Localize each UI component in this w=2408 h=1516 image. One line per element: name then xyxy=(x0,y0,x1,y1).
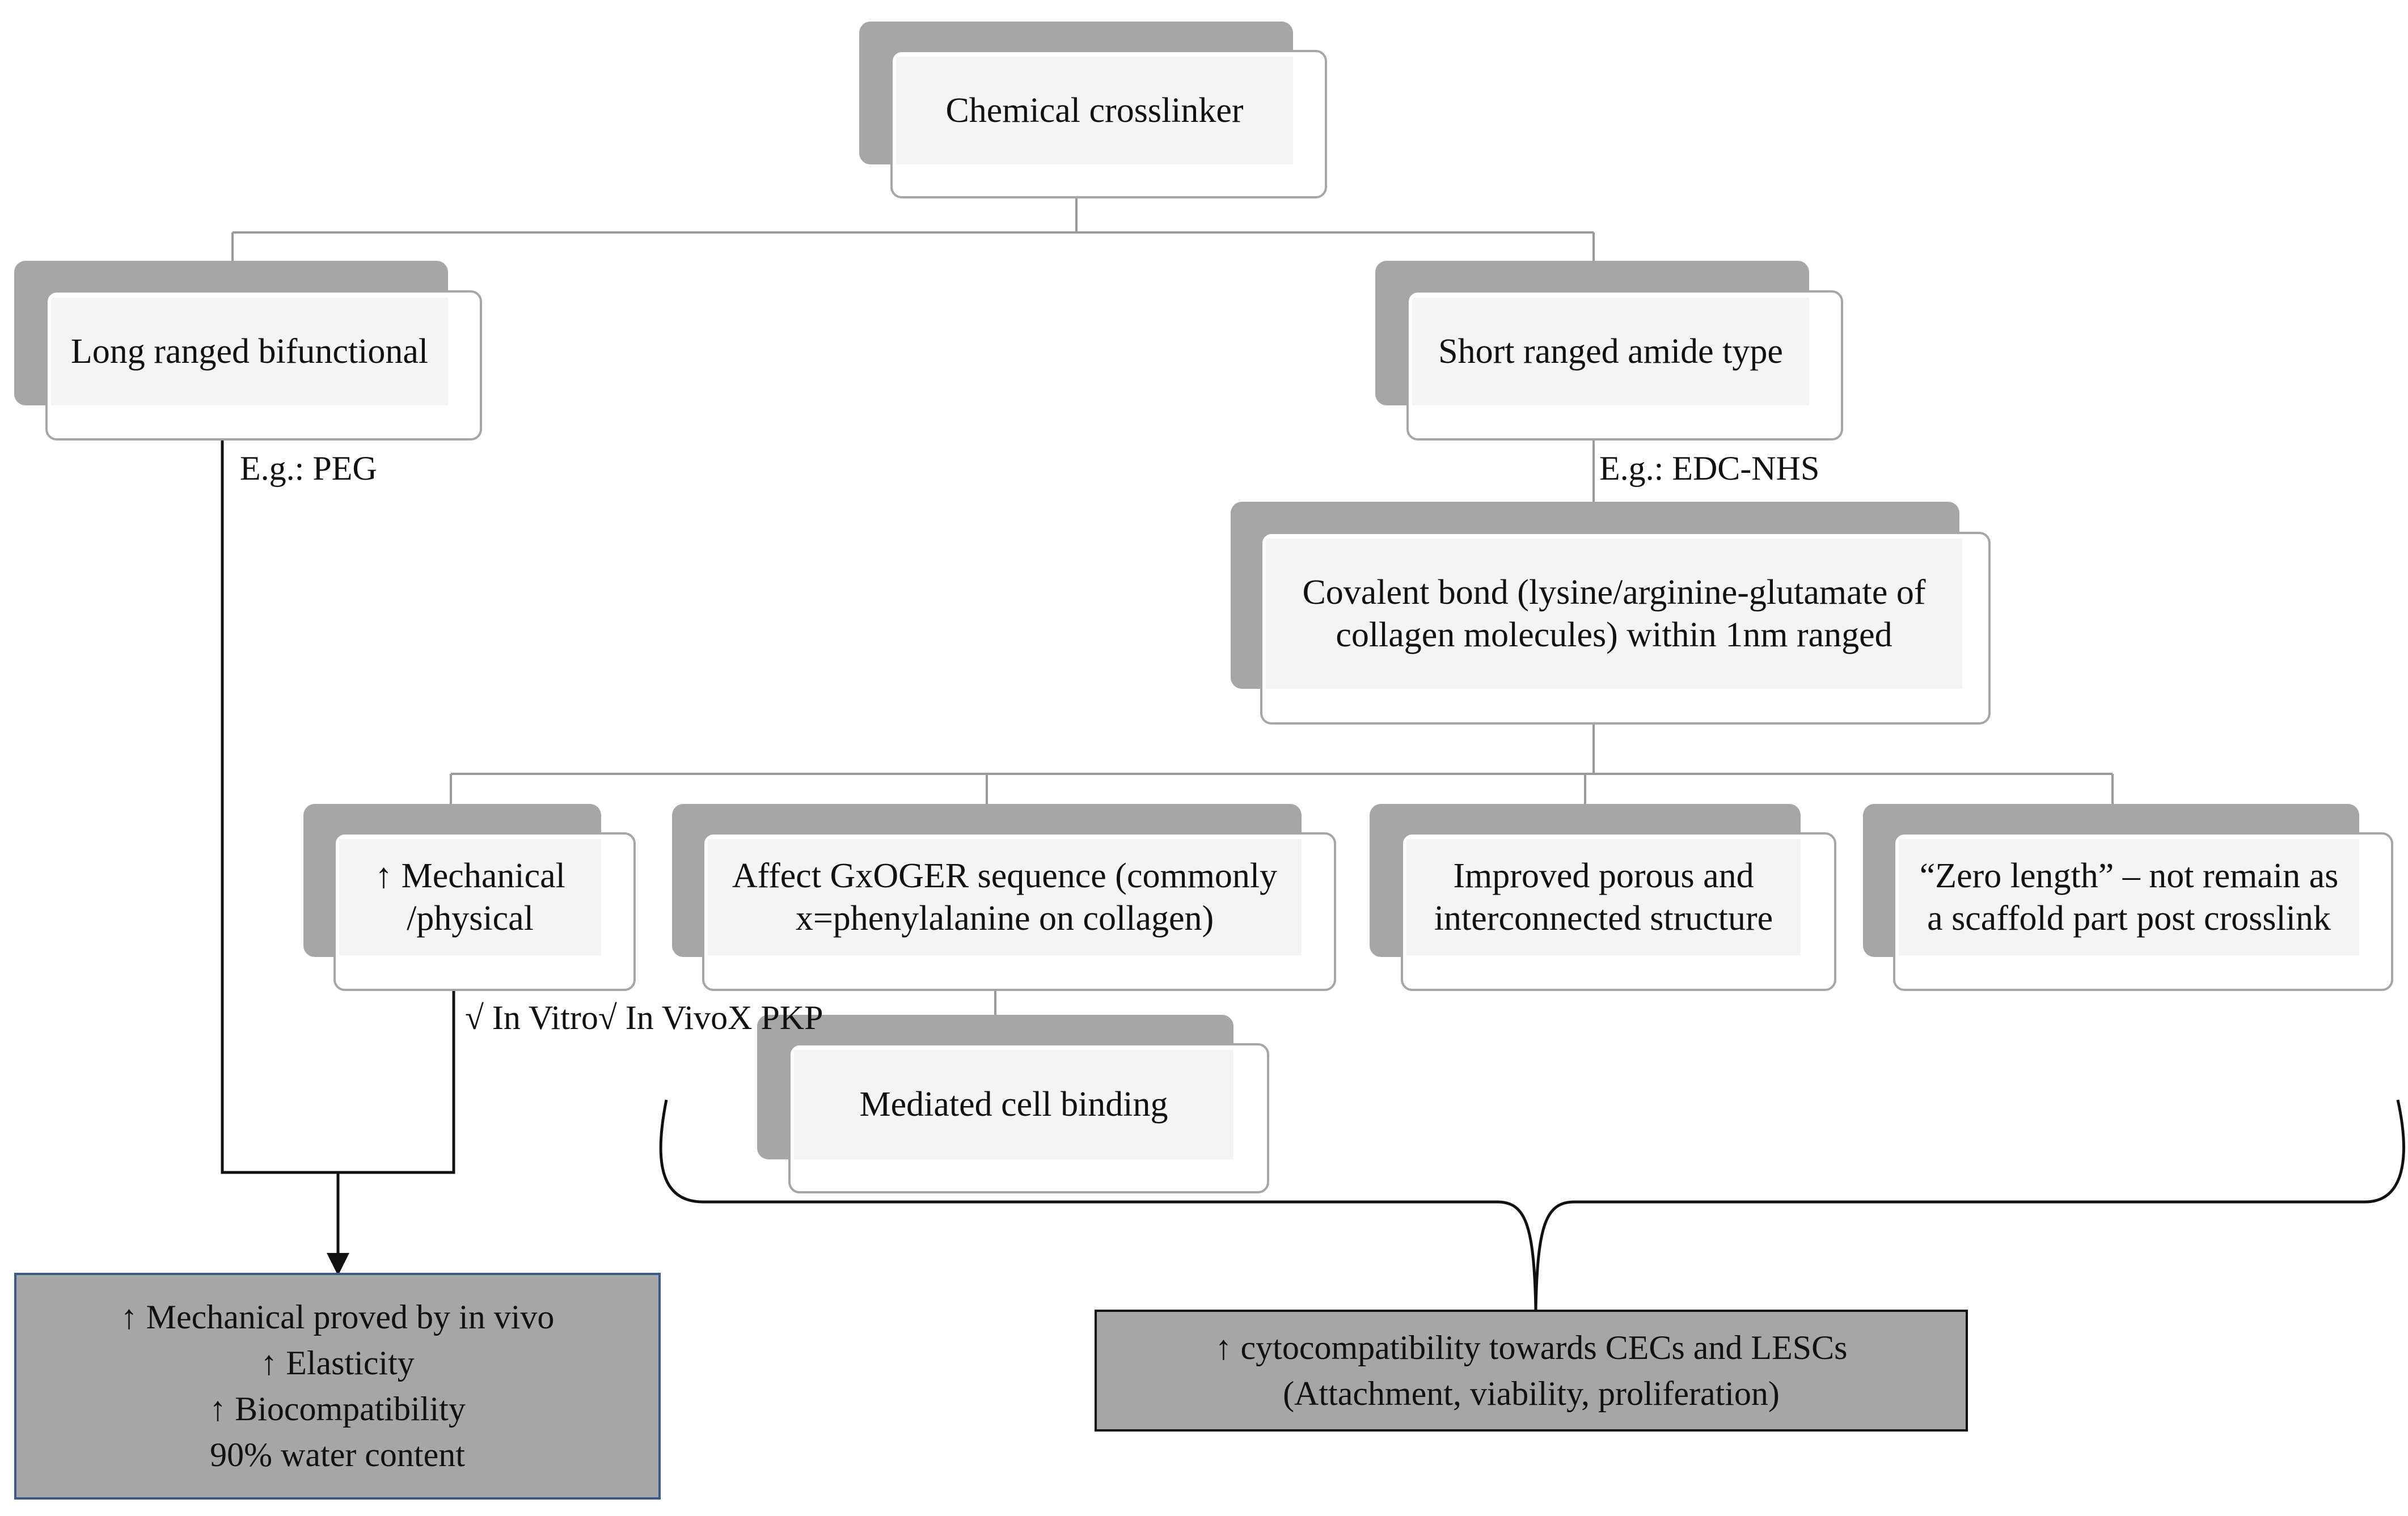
text-line: ↑ Biocompatibility xyxy=(209,1390,466,1428)
text-line: (Attachment, viability, proliferation) xyxy=(1283,1374,1780,1412)
mechanical-node-label: ↑ Mechanical/physical xyxy=(339,839,601,955)
covalent-node-label: Covalent bond (lysine/arginine-glutamate… xyxy=(1266,539,1962,689)
short-ranged-node-label: Short ranged amide type xyxy=(1412,298,1809,405)
text-line: √ In Vivo xyxy=(598,999,728,1036)
result-arrow-head xyxy=(327,1253,349,1276)
text-line: √ In Vitro xyxy=(465,999,598,1036)
root-node-label: Chemical crosslinker xyxy=(896,57,1293,164)
peg-example-label: E.g.: PEG xyxy=(240,450,377,487)
text-line: X PKP xyxy=(728,999,823,1036)
brace xyxy=(659,1099,2405,1310)
text-line: a scaffold part post crosslink xyxy=(1927,899,2331,938)
text-line: ↑ Mechanical xyxy=(375,857,565,896)
edc-example-label: E.g.: EDC-NHS xyxy=(1599,450,1820,487)
binding-node-label: Mediated cell binding xyxy=(794,1050,1233,1159)
text-line: “Zero length” – not remain as xyxy=(1919,857,2339,896)
text-line: Improved porous and xyxy=(1453,857,1754,896)
evidence-checklist: √ In Vitro√ In VivoX PKP xyxy=(465,995,823,1041)
text-line: interconnected structure xyxy=(1434,899,1773,938)
text-line: Long ranged bifunctional xyxy=(70,332,429,371)
text-line: Covalent bond (lysine/arginine-glutamate… xyxy=(1302,573,1926,612)
text-line: collagen molecules) within 1nm ranged xyxy=(1336,615,1892,654)
text-line: Mediated cell binding xyxy=(859,1085,1168,1124)
text-line: x=phenylalanine on collagen) xyxy=(795,899,1214,938)
text-line: /physical xyxy=(407,899,534,938)
long-ranged-node-label: Long ranged bifunctional xyxy=(51,298,448,405)
text-line: ↑ cytocompatibility towards CECs and LES… xyxy=(1215,1328,1848,1366)
text-line: ↑ Mechanical proved by in vivo xyxy=(120,1298,555,1336)
left-result-box: ↑ Mechanical proved by in vivo ↑ Elastici… xyxy=(14,1273,661,1500)
text-line: 90% water content xyxy=(210,1436,465,1473)
text-line: Short ranged amide type xyxy=(1438,332,1783,371)
text-line: Affect GxOGER sequence (commonly xyxy=(732,857,1278,896)
text-line: Chemical crosslinker xyxy=(945,91,1244,130)
text-line: ↑ Elasticity xyxy=(260,1344,415,1382)
right-result-box: ↑ cytocompatibility towards CECs and LES… xyxy=(1095,1310,1968,1432)
